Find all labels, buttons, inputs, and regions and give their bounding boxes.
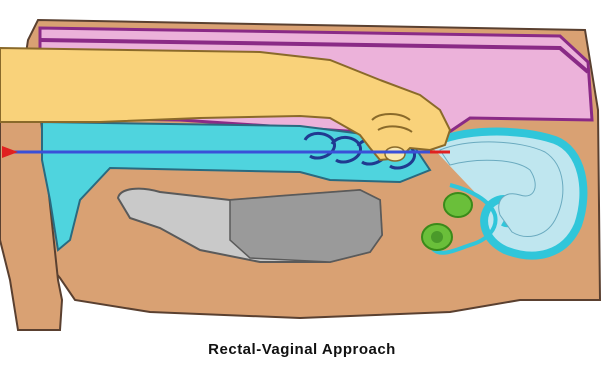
diagram-caption: Rectal-Vaginal Approach: [0, 341, 604, 358]
ovary-upper: [444, 193, 472, 217]
bladder-shadow: [230, 190, 382, 262]
follicle: [431, 231, 443, 243]
fingertip: [385, 147, 405, 161]
